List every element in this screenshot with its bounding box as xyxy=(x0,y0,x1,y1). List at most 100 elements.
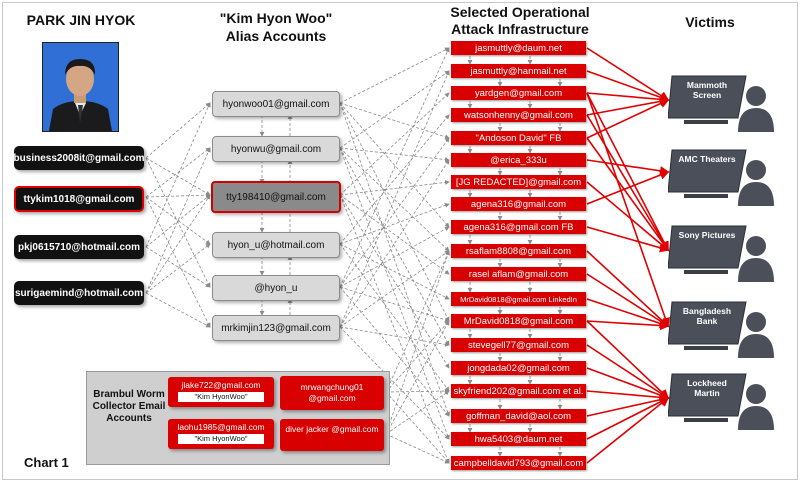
attack-line xyxy=(586,390,670,403)
attack-line xyxy=(586,367,670,400)
link-line xyxy=(339,194,450,369)
infra-header-line2: Attack Infrastructure xyxy=(451,21,589,37)
attack-line xyxy=(586,92,670,105)
link-line xyxy=(145,157,211,288)
link-line xyxy=(385,250,450,435)
victims-header: Victims xyxy=(685,14,735,30)
link-line xyxy=(145,102,211,248)
infra-item: jongdada02@gmail.com xyxy=(451,361,586,375)
collector-diver-jacker: diver jacker @gmail.com xyxy=(280,419,384,451)
link-line xyxy=(339,147,450,162)
link-line xyxy=(339,102,450,417)
link-line xyxy=(339,180,450,196)
account-ttykim1018: ttykim1018@gmail.com xyxy=(14,186,144,212)
attack-line xyxy=(586,250,670,328)
alias-mrkimjin123: mrkimjin123@gmail.com xyxy=(212,315,340,341)
infra-item: MrDavid0818@gmail.com xyxy=(451,314,586,328)
computer-user-icon xyxy=(667,301,774,358)
collector-laohu1985: laohu1985@gmail.com "Kim HyonWoo" xyxy=(168,419,274,449)
attack-line xyxy=(586,96,670,116)
link-line xyxy=(145,102,211,159)
alias-hyonwoo01: hyonwoo01@gmail.com xyxy=(212,91,340,117)
infra-item: rasel aflam@gmail.com xyxy=(451,267,586,281)
link-line xyxy=(145,147,211,294)
infra-item: agena316@gmail.com xyxy=(451,197,586,211)
attack-line xyxy=(586,395,670,417)
link-line xyxy=(145,243,211,294)
link-line xyxy=(385,320,450,393)
link-line xyxy=(339,226,450,288)
link-line xyxy=(339,147,450,440)
attack-line xyxy=(586,92,670,328)
attack-line xyxy=(586,273,670,327)
attack-line xyxy=(586,298,670,329)
attack-line xyxy=(586,344,670,399)
link-line xyxy=(385,390,450,435)
victim-label: Mammoth Screen xyxy=(686,80,728,100)
attack-line xyxy=(586,181,670,252)
link-line xyxy=(339,203,450,245)
link-line xyxy=(339,194,450,275)
infra-item: [JG REDACTED]@gmail.com xyxy=(451,175,586,189)
attack-line xyxy=(586,92,669,252)
victim-label: Bangladesh Bank xyxy=(682,306,732,326)
link-line xyxy=(339,70,450,328)
infra-item: rsaflam8808@gmail.com xyxy=(451,244,586,258)
link-line xyxy=(339,137,450,288)
attack-line xyxy=(586,397,670,440)
link-line xyxy=(339,243,450,300)
attack-line xyxy=(586,226,670,253)
link-line xyxy=(339,47,450,288)
collector-alias: "Kim HyonWoo" xyxy=(178,434,264,444)
alias-header-line2: Alias Accounts xyxy=(225,28,327,44)
collector-mrwangchung01: mrwangchung01 @gmail.com xyxy=(280,376,384,410)
link-line xyxy=(339,250,450,328)
infra-item: "Andoson David" FB xyxy=(451,131,586,145)
link-line xyxy=(145,192,211,198)
computer-user-icon xyxy=(667,225,774,282)
infra-item: watsonhenny@gmail.com xyxy=(451,108,586,122)
infra-header-line1: Selected Operational xyxy=(450,4,590,20)
link-line xyxy=(339,102,450,140)
suspect-photo xyxy=(42,42,119,132)
collector-email: jlake722@gmail.com xyxy=(181,380,261,390)
link-line xyxy=(145,194,211,294)
infra-item: agena316@gmail.com FB xyxy=(451,220,586,234)
computer-user-icon xyxy=(667,373,774,430)
infra-item: jasmuttly@daum.net xyxy=(451,41,586,55)
alias-header-line1: "Kim Hyon Woo" xyxy=(219,10,333,26)
link-line xyxy=(339,147,450,346)
attack-line xyxy=(586,137,669,252)
infra-item: campbelldavid793@gmail.com xyxy=(451,456,586,470)
attack-line xyxy=(586,70,670,102)
link-line xyxy=(339,102,450,228)
link-line xyxy=(339,47,450,104)
link-line xyxy=(145,157,211,196)
attack-line xyxy=(586,170,670,205)
victim-label: Sony Pictures xyxy=(678,230,736,240)
infra-item: goffman_david@aol.com xyxy=(451,409,586,423)
attack-line xyxy=(586,99,670,139)
link-line xyxy=(385,250,450,393)
link-line xyxy=(339,286,450,417)
victim-amc-theaters: AMC Theaters xyxy=(667,148,778,210)
attack-line xyxy=(586,114,669,252)
chart-caption: Chart 1 xyxy=(24,455,69,470)
account-surigaemind: surigaemind@hotmail.com xyxy=(14,281,144,305)
alias-hyon-u-hotmail: hyon_u@hotmail.com xyxy=(212,232,340,258)
alias-hyonwu: hyonwu@gmail.com xyxy=(212,136,340,162)
link-line xyxy=(145,196,211,245)
link-line xyxy=(385,433,450,464)
infra-item: jasmuttly@hanmail.net xyxy=(451,64,586,78)
link-line xyxy=(145,196,211,328)
link-line xyxy=(339,243,450,392)
link-line xyxy=(145,147,211,198)
collector-jlake722: jlake722@gmail.com "Kim HyonWoo" xyxy=(168,377,274,407)
brambul-title: Brambul Worm Collector Email Accounts xyxy=(92,389,166,424)
infra-item: skyfriend202@gmail.com et al. xyxy=(451,384,586,398)
collector-email: laohu1985@gmail.com xyxy=(177,422,265,432)
victim-lockheed-martin: Lockheed Martin xyxy=(667,372,778,434)
collector-alias: "Kim HyonWoo" xyxy=(178,392,264,402)
person-header: PARK JIN HYOK xyxy=(26,12,136,28)
